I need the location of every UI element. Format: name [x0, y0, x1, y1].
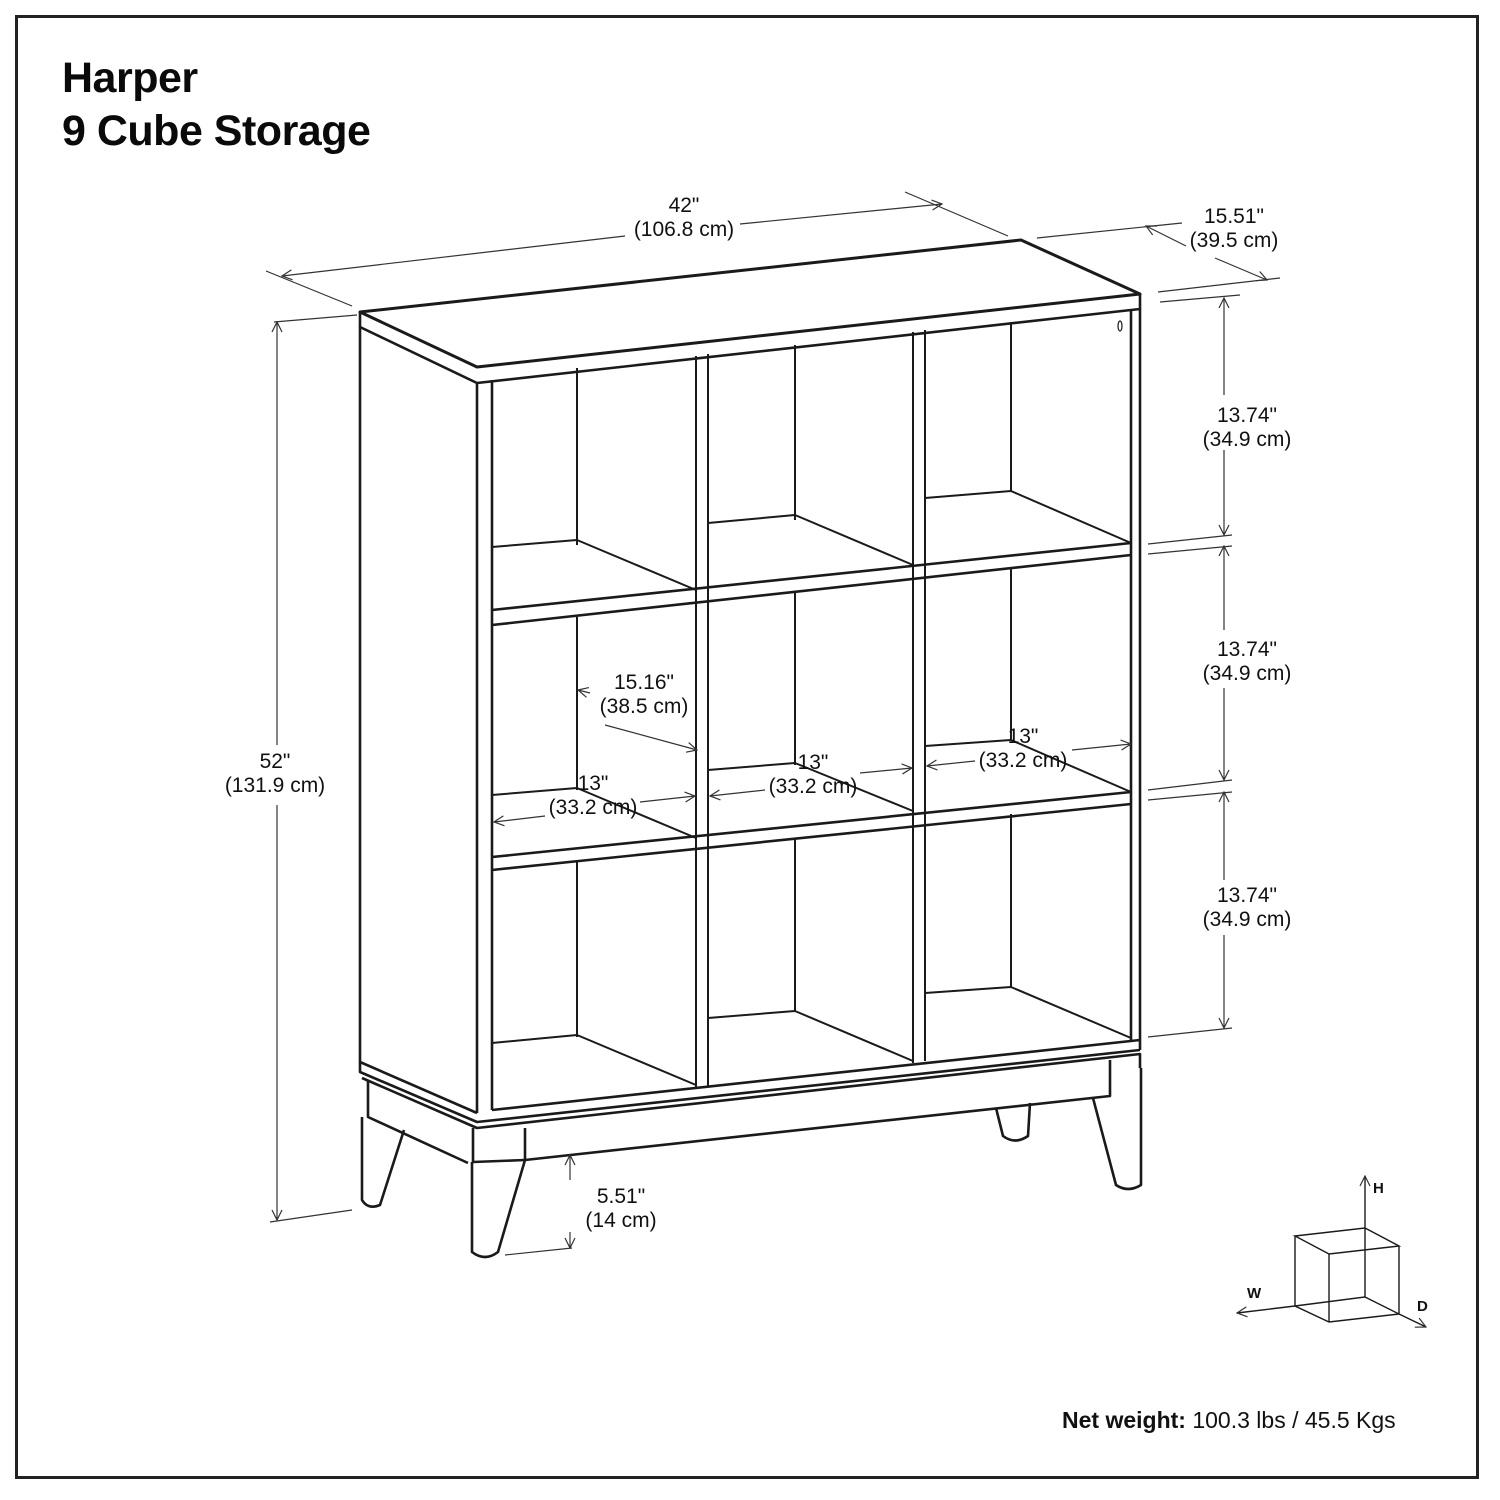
width-dimension-label: 42" (106.8 cm) [633, 194, 735, 241]
height-dimension-label: 52" (131.9 cm) [224, 750, 326, 797]
net-weight: Net weight: 100.3 lbs / 45.5 Kgs [1062, 1407, 1396, 1434]
cube-width-center-label: 13" (33.2 cm) [768, 751, 858, 798]
cube-width-left-label: 13" (33.2 cm) [548, 772, 638, 819]
cube-height-middle-label: 13.74" (34.9 cm) [1202, 638, 1292, 685]
net-weight-label: Net weight: [1062, 1407, 1186, 1433]
cube-height-top-label: 13.74" (34.9 cm) [1202, 404, 1292, 451]
cube-height-bottom-label: 13.74" (34.9 cm) [1202, 884, 1292, 931]
product-title: Harper 9 Cube Storage [62, 52, 371, 158]
cube-depth-label: 15.16" (38.5 cm) [599, 671, 689, 718]
axis-label-height: H [1373, 1180, 1384, 1197]
dimension-lines [265, 191, 1281, 1256]
product-name: Harper [62, 54, 198, 102]
cabinet-body [358, 238, 1143, 1259]
depth-dimension-label: 15.51" (39.5 cm) [1189, 205, 1279, 252]
cube-width-right-label: 13" (33.2 cm) [978, 725, 1068, 772]
axis-legend-cube [1237, 1176, 1426, 1327]
leg-clearance-label: 5.51" (14 cm) [585, 1185, 657, 1232]
product-subtitle: 9 Cube Storage [62, 107, 371, 155]
axis-label-depth: D [1417, 1298, 1428, 1315]
net-weight-value: 100.3 lbs / 45.5 Kgs [1192, 1407, 1396, 1433]
axis-label-width: W [1247, 1285, 1262, 1302]
diagram-frame [15, 15, 1479, 1479]
